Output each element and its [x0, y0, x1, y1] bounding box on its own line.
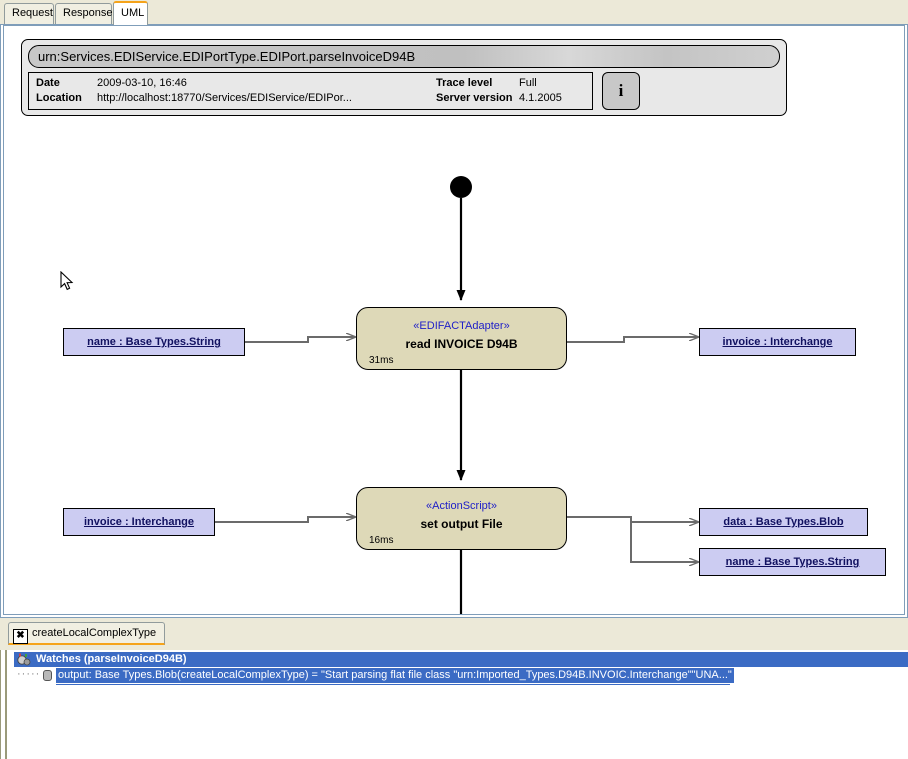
info-button[interactable]: i: [602, 72, 640, 110]
bottom-tab-createlocalcomplextype[interactable]: ✖ createLocalComplexType: [8, 622, 166, 645]
uml-editor-panel: urn:Services.EDIService.EDIPortType.EDIP…: [0, 25, 908, 618]
trace-info-fields: Date 2009-03-10, 16:46 Location http://l…: [28, 72, 593, 110]
initial-node: [450, 176, 472, 198]
server-version-value: 4.1.2005: [519, 92, 562, 104]
activity-stereotype: «ActionScript»: [426, 500, 497, 512]
diagram-connectors: [215, 176, 905, 614]
close-x-icon[interactable]: ✖: [13, 629, 28, 644]
tab-response[interactable]: Response: [55, 3, 113, 24]
bottom-tab-label: createLocalComplexType: [32, 627, 157, 639]
watches-title: Watches (parseInvoiceD94B): [36, 653, 187, 665]
pin-label: name : Base Types.String: [87, 336, 221, 348]
location-label: Location: [36, 92, 82, 104]
trace-level-label: Trace level: [436, 77, 493, 89]
activity-stereotype: «EDIFACTAdapter»: [413, 320, 510, 332]
location-value: http://localhost:18770/Services/EDIServi…: [97, 92, 352, 104]
trace-info-box: urn:Services.EDIService.EDIPortType.EDIP…: [21, 39, 787, 116]
input-pin-invoice-interchange[interactable]: invoice : Interchange: [63, 508, 215, 536]
bottom-tab-strip: ✖ createLocalComplexType: [0, 618, 908, 650]
activity-name: set output File: [420, 517, 503, 531]
watches-header: Watches (parseInvoiceD94B): [14, 652, 908, 667]
watches-left-gutter: [0, 650, 6, 759]
watch-expression-value: output: Base Types.Blob(createLocalCompl…: [56, 668, 734, 683]
tree-guide-dots: ·····: [17, 668, 41, 680]
trace-operation-title: urn:Services.EDIService.EDIPortType.EDIP…: [28, 45, 780, 68]
uml-canvas[interactable]: urn:Services.EDIService.EDIPortType.EDIP…: [3, 25, 905, 615]
pin-label: name : Base Types.String: [725, 556, 860, 568]
date-value: 2009-03-10, 16:46: [97, 77, 187, 89]
watches-icon: [17, 653, 31, 666]
mouse-cursor: [60, 271, 74, 291]
watch-variable-icon: [43, 670, 52, 681]
trace-level-value: Full: [519, 77, 537, 89]
server-version-label: Server version: [436, 92, 513, 104]
pin-label: invoice : Interchange: [83, 516, 195, 528]
watches-panel: Watches (parseInvoiceD94B) ····· output:…: [0, 650, 908, 759]
activity-duration: 31ms: [369, 355, 394, 366]
output-pin-data-blob[interactable]: data : Base Types.Blob: [699, 508, 868, 536]
activity-duration: 16ms: [369, 535, 394, 546]
activity-node-read-invoice[interactable]: «EDIFACTAdapter» read INVOICE D94B 31ms: [356, 307, 567, 370]
watches-tree[interactable]: Watches (parseInvoiceD94B) ····· output:…: [6, 650, 908, 759]
output-pin-invoice-interchange[interactable]: invoice : Interchange: [699, 328, 856, 356]
tab-uml[interactable]: UML: [113, 1, 148, 25]
output-pin-name-string[interactable]: name : Base Types.String: [699, 548, 886, 576]
activity-name: read INVOICE D94B: [405, 337, 518, 351]
watch-selection-underline: [56, 684, 730, 685]
top-tab-strip: Request Response UML: [0, 0, 908, 25]
pin-label: invoice : Interchange: [722, 336, 833, 348]
pin-label: data : Base Types.Blob: [723, 516, 844, 528]
input-pin-name-string[interactable]: name : Base Types.String: [63, 328, 245, 356]
activity-node-set-output-file[interactable]: «ActionScript» set output File 16ms: [356, 487, 567, 550]
activity-diagram: «EDIFACTAdapter» read INVOICE D94B 31ms …: [4, 26, 905, 614]
date-label: Date: [36, 77, 60, 89]
tab-request[interactable]: Request: [4, 3, 54, 24]
